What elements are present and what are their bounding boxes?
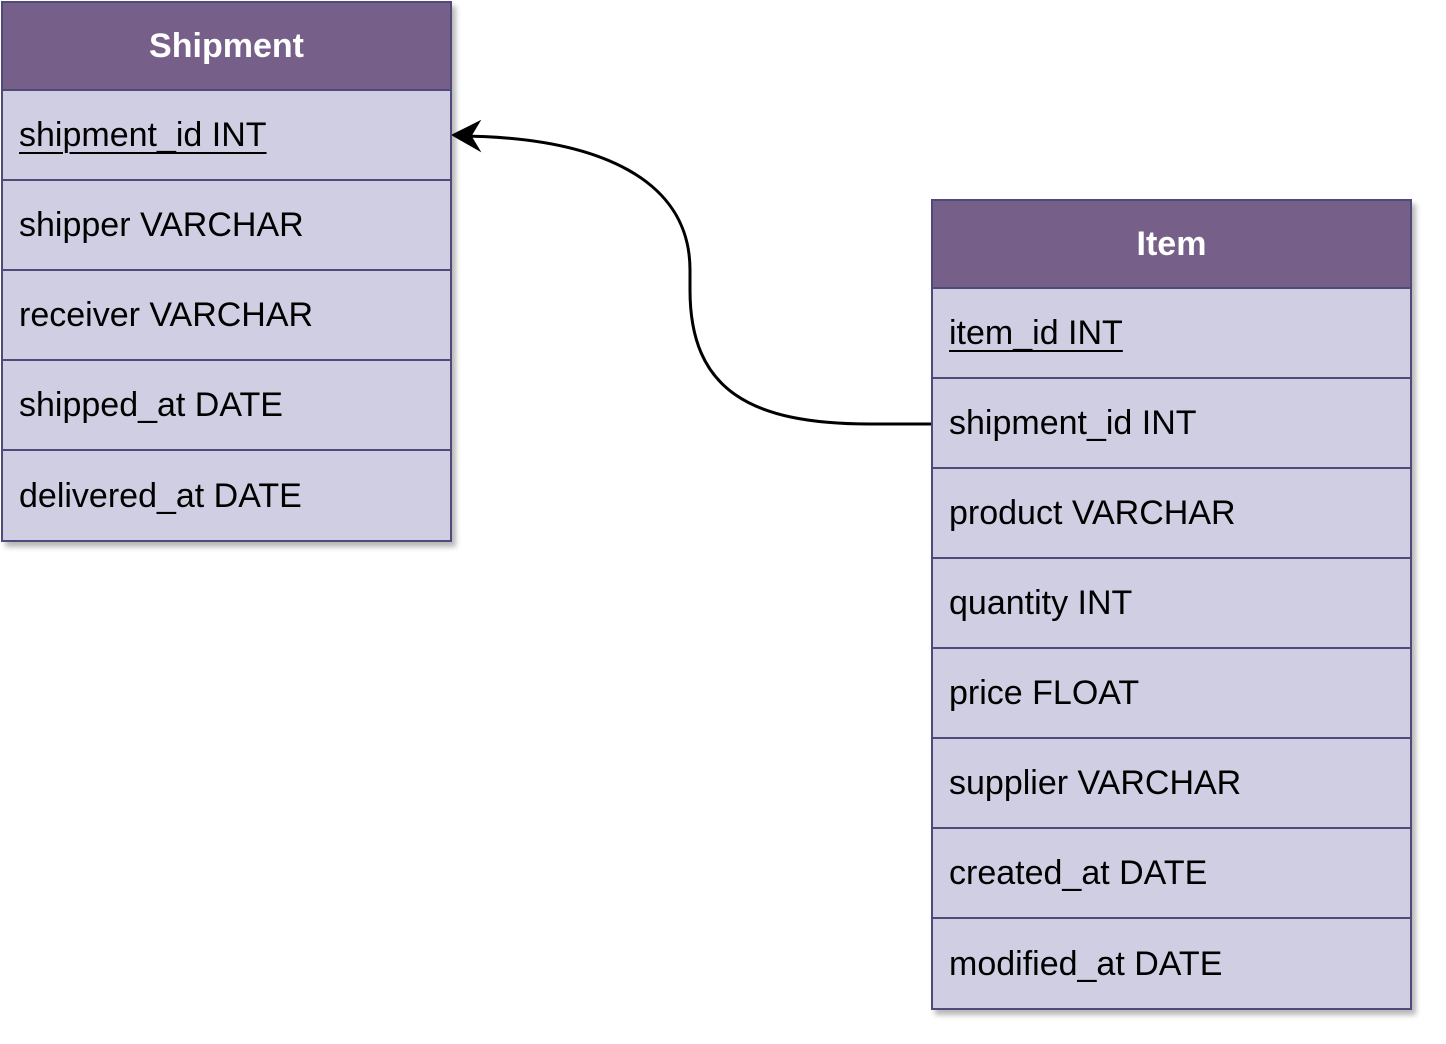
item-to-shipment-line [459, 134, 931, 426]
shipment-table-title: Shipment [3, 3, 450, 91]
field-label: product VARCHAR [949, 493, 1236, 532]
field-label: quantity INT [949, 583, 1133, 622]
field-label: price FLOAT [949, 673, 1140, 712]
arrowhead-icon [450, 119, 482, 153]
item-field-product[interactable]: product VARCHAR [933, 469, 1410, 559]
shipment-field-shipment-id[interactable]: shipment_id INT [3, 91, 450, 181]
field-label: receiver VARCHAR [19, 295, 314, 334]
shipment-field-shipper[interactable]: shipper VARCHAR [3, 181, 450, 271]
item-table[interactable]: Item item_id INT shipment_id INT product… [931, 199, 1412, 1010]
field-label: delivered_at DATE [19, 476, 302, 515]
item-field-price[interactable]: price FLOAT [933, 649, 1410, 739]
shipment-field-shipped-at[interactable]: shipped_at DATE [3, 361, 450, 451]
shipment-table[interactable]: Shipment shipment_id INT shipper VARCHAR… [1, 1, 452, 542]
item-field-quantity[interactable]: quantity INT [933, 559, 1410, 649]
shipment-field-delivered-at[interactable]: delivered_at DATE [3, 451, 450, 541]
field-label: created_at DATE [949, 853, 1208, 892]
field-label: shipped_at DATE [19, 385, 283, 424]
field-label: shipment_id INT [949, 403, 1197, 442]
item-field-modified-at[interactable]: modified_at DATE [933, 919, 1410, 1009]
primary-key-label: shipment_id INT [19, 115, 267, 154]
field-label: shipper VARCHAR [19, 205, 304, 244]
item-field-created-at[interactable]: created_at DATE [933, 829, 1410, 919]
shipment-field-receiver[interactable]: receiver VARCHAR [3, 271, 450, 361]
field-label: supplier VARCHAR [949, 763, 1242, 802]
field-label: modified_at DATE [949, 944, 1223, 983]
item-table-title: Item [933, 201, 1410, 289]
item-field-shipment-id[interactable]: shipment_id INT [933, 379, 1410, 469]
item-field-supplier[interactable]: supplier VARCHAR [933, 739, 1410, 829]
item-field-item-id[interactable]: item_id INT [933, 289, 1410, 379]
primary-key-label: item_id INT [949, 313, 1123, 352]
